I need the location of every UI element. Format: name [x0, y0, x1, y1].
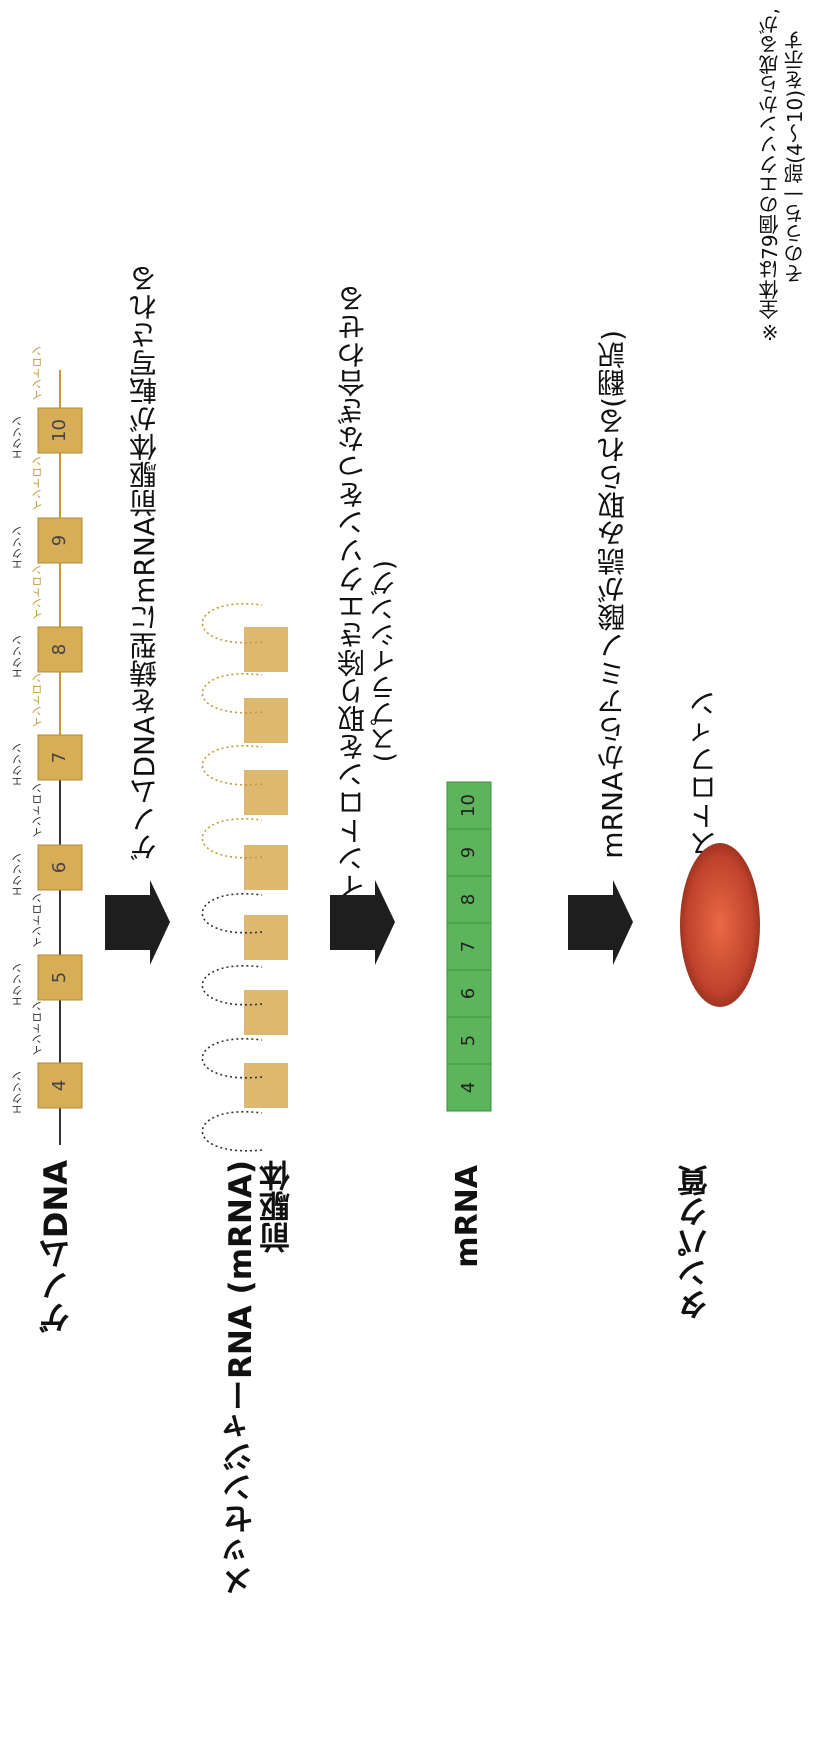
mrna-exon-8: 8	[447, 876, 491, 923]
mrna-exon-10: 10	[447, 782, 491, 829]
pre-mrna-intron-loop	[202, 1112, 262, 1151]
dna-exon-5: 5	[38, 955, 82, 1000]
dna-exon-number: 4	[49, 1080, 70, 1091]
dna-exon-number: 10	[49, 419, 70, 442]
dna-exon-6: 6	[38, 845, 82, 890]
mrna-exon-number: 8	[458, 894, 479, 905]
mrna-exon-number: 10	[458, 794, 479, 817]
dna-exon-4: 4	[38, 1063, 82, 1108]
dna-exon-9: 9	[38, 518, 82, 563]
mrna-exon-7: 7	[447, 923, 491, 970]
dna-exon-number: 6	[49, 862, 70, 873]
dna-exon-number: 9	[49, 535, 70, 546]
mrna-exon-number: 4	[458, 1082, 479, 1093]
dna-exon-number: 7	[49, 752, 70, 763]
pre-mrna-exon-block	[244, 770, 288, 815]
pre-mrna-exon-block	[244, 698, 288, 743]
pre-mrna-exon-block	[244, 845, 288, 890]
dna-exon-7: 7	[38, 735, 82, 780]
pre-mrna-exon-block	[244, 915, 288, 960]
mrna-exon-number: 9	[458, 847, 479, 858]
mrna-exon-9: 9	[447, 829, 491, 876]
dna-exon-number: 5	[49, 972, 70, 983]
arrow-transcription	[105, 880, 170, 965]
mrna-exon-number: 6	[458, 988, 479, 999]
mrna-exon-4: 4	[447, 1064, 491, 1111]
dna-exon-8: 8	[38, 627, 82, 672]
mrna-exon-5: 5	[447, 1017, 491, 1064]
mrna-exon-number: 5	[458, 1035, 479, 1046]
pre-mrna-exon-block	[244, 990, 288, 1035]
dna-exon-10: 10	[38, 408, 82, 453]
arrow-splicing	[330, 880, 395, 965]
dystrophin-protein-shape	[680, 843, 760, 1007]
arrow-translation	[568, 880, 633, 965]
dna-exon-number: 8	[49, 644, 70, 655]
pre-mrna-exon-block	[244, 1063, 288, 1108]
pre-mrna-exon-block	[244, 627, 288, 672]
mrna-exon-6: 6	[447, 970, 491, 1017]
mrna-exon-number: 7	[458, 941, 479, 952]
